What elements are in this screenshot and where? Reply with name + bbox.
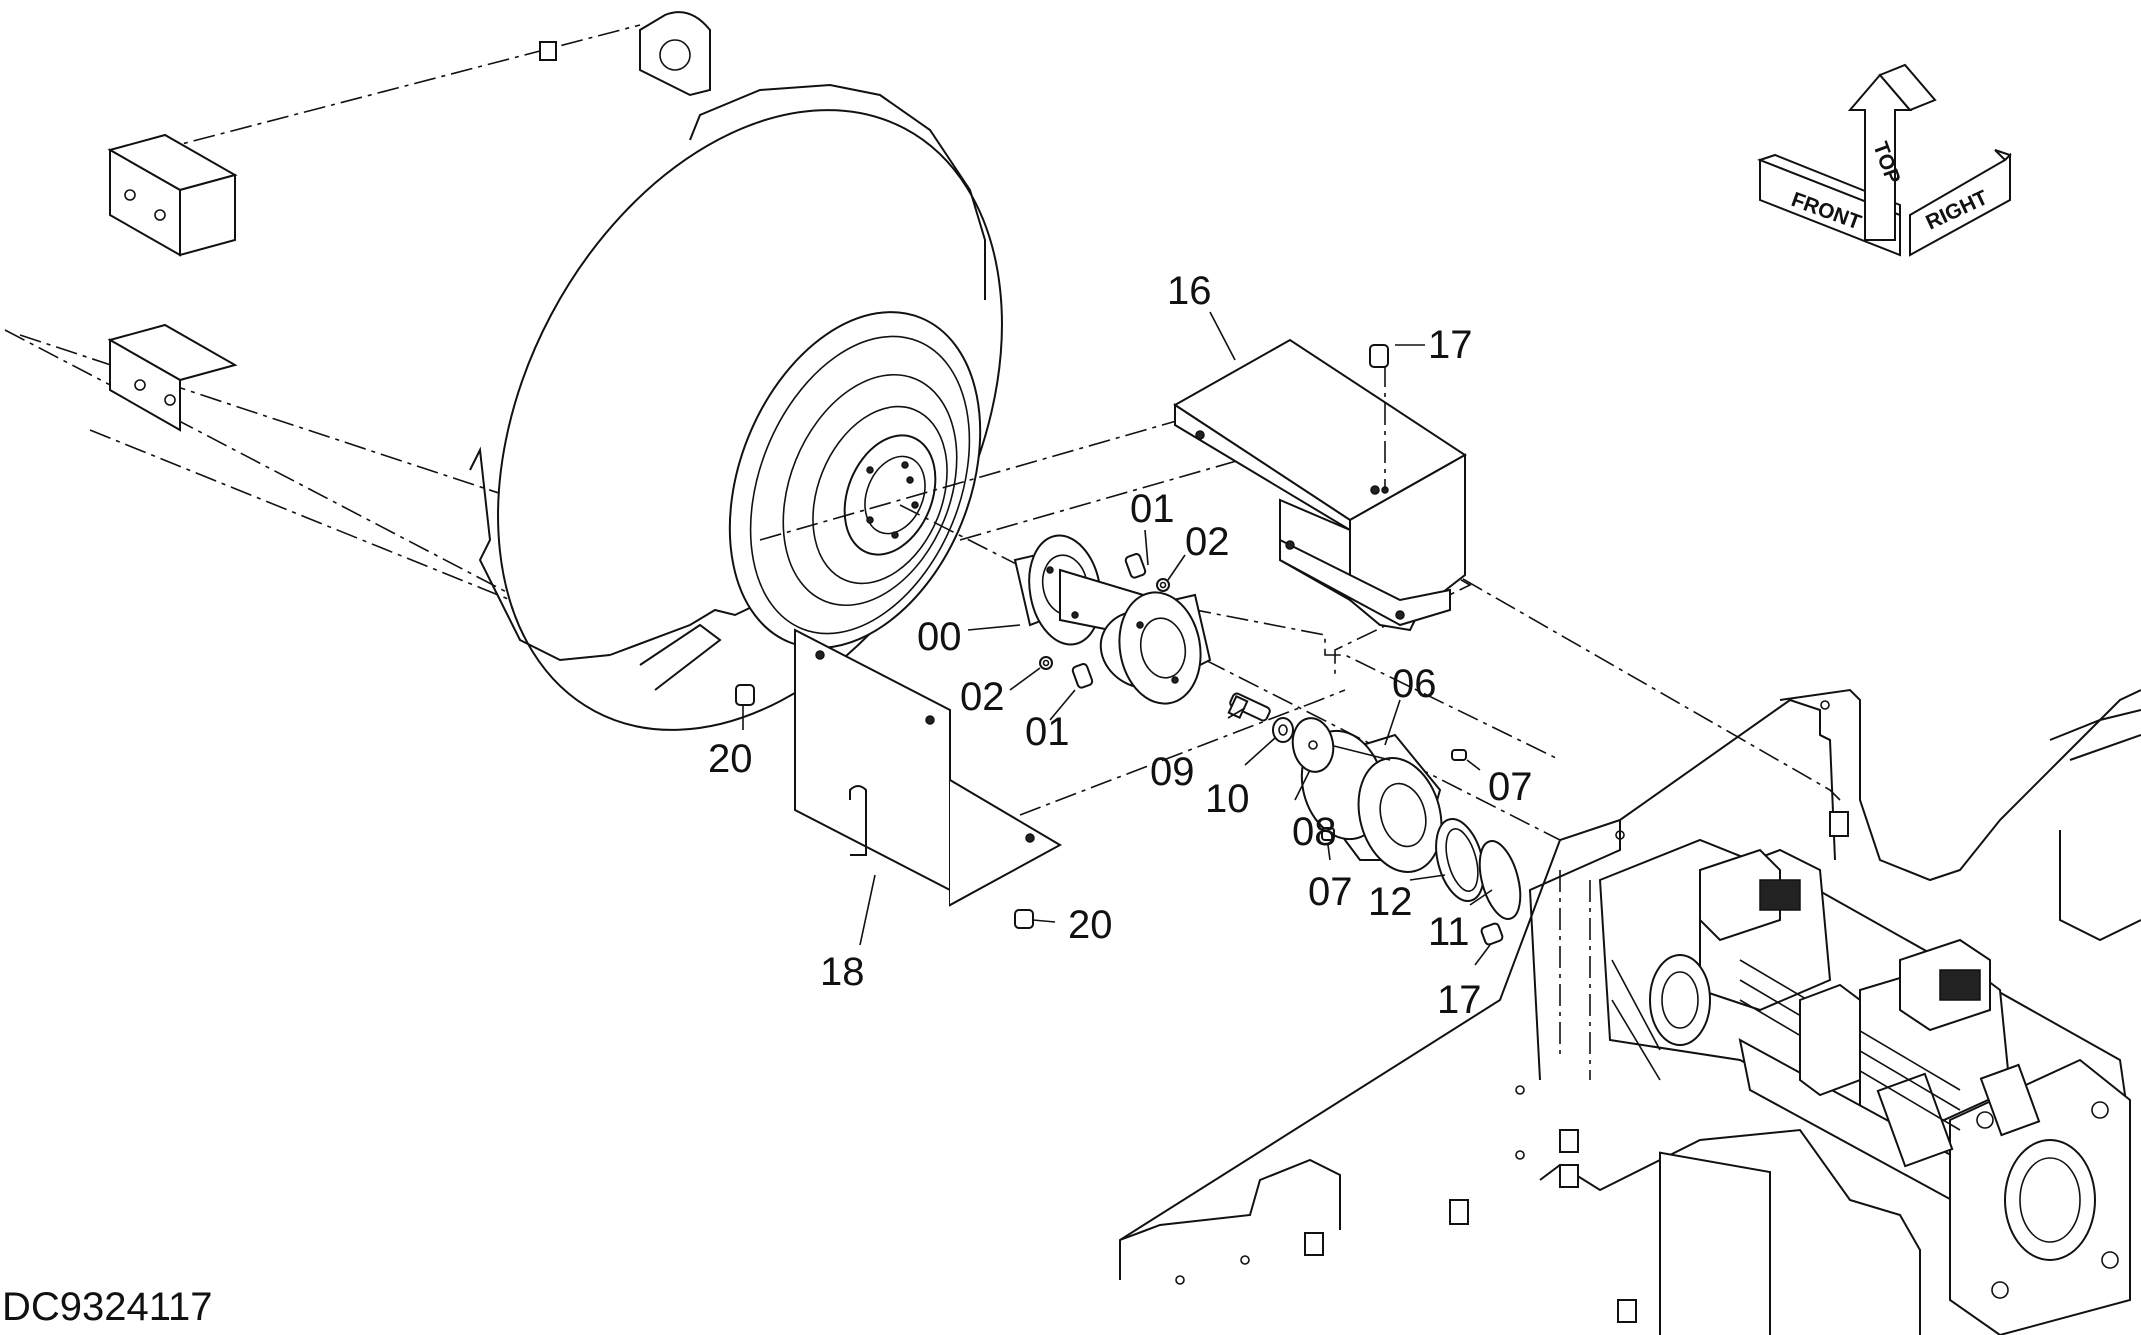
label-20-right: 20 (1068, 903, 1113, 947)
label-02-bottom: 02 (960, 675, 1005, 719)
leader-lines (742, 311, 1493, 966)
screws-07 (1321, 749, 1467, 841)
label-07-bottom: 07 (1308, 870, 1353, 914)
label-20-left: 20 (708, 737, 753, 781)
drive-coupling-00 (1013, 534, 1212, 705)
label-00: 00 (917, 615, 962, 659)
right-arrow-icon (1909, 152, 2011, 257)
washers-02 (1039, 578, 1170, 670)
bolts-20 (735, 684, 1034, 929)
o-ring-11 (1478, 840, 1522, 920)
drive-axis-line (899, 504, 1561, 841)
bolts-01 (1071, 553, 1147, 689)
part-number-labels: 16 17 01 02 00 02 01 06 07 09 10 08 07 1… (708, 269, 1533, 1022)
label-18: 18 (820, 950, 865, 994)
label-07-right: 07 (1488, 765, 1533, 809)
label-17-bottom: 17 (1437, 978, 1482, 1022)
label-08: 08 (1292, 810, 1337, 854)
bolts-17 (1369, 344, 1504, 946)
orientation-indicator: FRONT RIGHT TOP (1757, 63, 2012, 257)
pump-mount-frame (759, 419, 2141, 1335)
bracket-16 (1173, 338, 1467, 632)
plate-08 (1291, 717, 1335, 773)
label-17-top: 17 (1428, 323, 1473, 367)
label-02-top: 02 (1185, 520, 1230, 564)
label-09: 09 (1150, 750, 1195, 794)
label-16: 16 (1167, 269, 1212, 313)
label-10: 10 (1205, 777, 1250, 821)
label-12: 12 (1368, 880, 1413, 924)
label-01-bottom: 01 (1025, 710, 1070, 754)
label-01-top: 01 (1130, 487, 1175, 531)
drawing-code: DC9324117 (2, 1285, 213, 1329)
hub-06 (1300, 729, 1443, 873)
bolt-09 (1227, 692, 1271, 722)
label-11: 11 (1428, 910, 1470, 954)
bracket-18 (794, 628, 1063, 907)
flywheel-housing (4, 11, 1003, 731)
washer-10 (1272, 717, 1294, 743)
hydraulic-pump (1598, 838, 2132, 1335)
label-06: 06 (1392, 662, 1437, 706)
